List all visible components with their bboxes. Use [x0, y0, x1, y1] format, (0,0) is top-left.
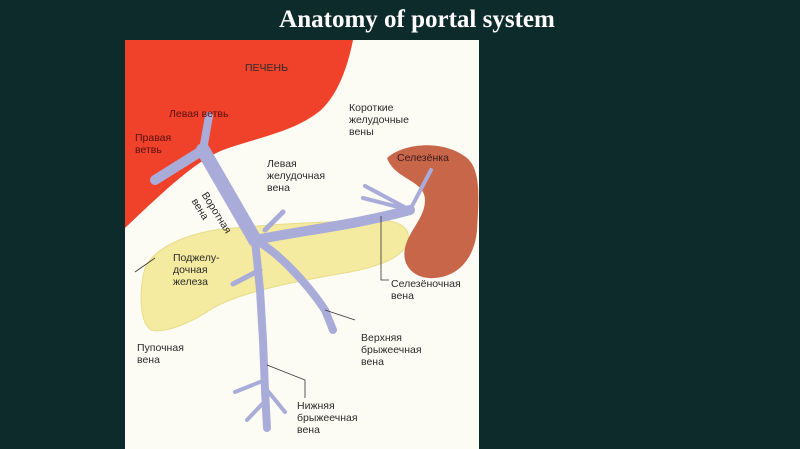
left-gastric-vein — [262, 209, 286, 233]
right-branch-vein — [150, 145, 208, 185]
slide-title: Anatomy of portal system — [279, 6, 555, 33]
umbilical-branch — [230, 267, 263, 287]
label-spleen: Селезёнка — [397, 152, 449, 164]
pancreas-shape — [140, 219, 409, 332]
liver-shape — [125, 40, 353, 228]
superior-mesenteric-vein — [251, 236, 337, 334]
imv-branch-2 — [245, 398, 268, 422]
short-gastric-vein-2 — [361, 196, 412, 212]
label-short-gastric: Короткие желудочные вены — [349, 102, 409, 138]
label-left-branch: Левая ветвь — [169, 108, 229, 120]
short-gastric-vein-1 — [363, 184, 412, 212]
label-umbilical-vein: Пупочная вена — [137, 342, 184, 366]
leader-lines — [134, 216, 389, 398]
spleen-shape — [387, 145, 479, 279]
portal-system-diagram: ПЕЧЕНЬ Левая ветвь Правая ветвь Короткие… — [125, 40, 479, 449]
label-right-branch: Правая ветвь — [135, 132, 172, 156]
label-left-gastric: Левая желудочная вена — [267, 158, 326, 194]
left-branch-vein — [199, 112, 213, 154]
label-splenic-vein: Селезёночная вена — [391, 278, 461, 302]
anatomy-illustration — [125, 40, 479, 432]
splenic-vein — [250, 205, 415, 245]
label-inferior-mesenteric: Нижняя брыжеечная вена — [297, 400, 358, 436]
short-gastric-vein-3 — [408, 168, 433, 212]
imv-branch-1 — [233, 378, 267, 394]
label-pancreas: Поджелу- дочная железа — [173, 252, 220, 288]
label-superior-mesenteric: Верхняя брыжеечная вена — [361, 332, 422, 368]
vein-network — [150, 112, 433, 432]
portal-vein-trunk — [196, 143, 262, 247]
label-liver: ПЕЧЕНЬ — [245, 62, 289, 74]
imv-branch-3 — [265, 388, 287, 414]
